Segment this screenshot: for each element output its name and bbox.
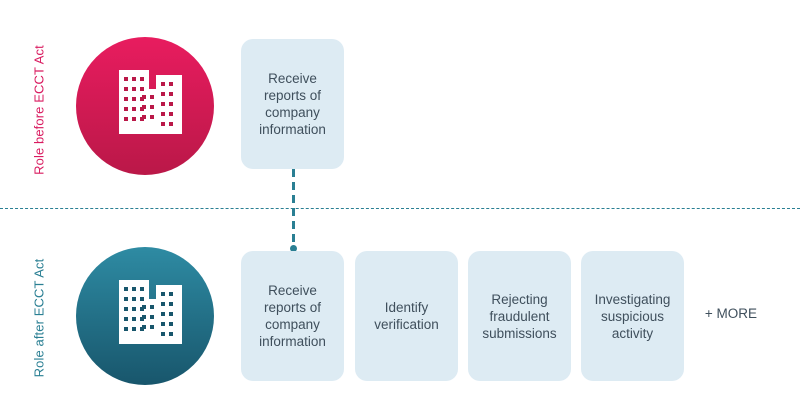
section-divider [0, 208, 800, 209]
before-role-badge [76, 37, 214, 175]
carryover-connector [290, 169, 297, 252]
role-after-label: Role after ECCT Act [31, 258, 47, 378]
role-before-label: Role before ECCT Act [31, 45, 47, 175]
after-role-badge [76, 247, 214, 385]
after-card-investigating-suspicious-activity: Investigating suspicious activity [581, 251, 684, 381]
before-card-receive-reports: Receive reports of company information [241, 39, 344, 169]
connector-line [292, 169, 295, 249]
after-card-rejecting-fraudulent-submissions: Rejecting fraudulent submissions [468, 251, 571, 381]
connector-dot [290, 245, 297, 252]
after-card-receive-reports: Receive reports of company information [241, 251, 344, 381]
more-label: + MORE [704, 306, 758, 321]
office-buildings-icon [119, 280, 182, 344]
office-buildings-icon [119, 70, 182, 134]
after-card-identify-verification: Identify verification [355, 251, 458, 381]
